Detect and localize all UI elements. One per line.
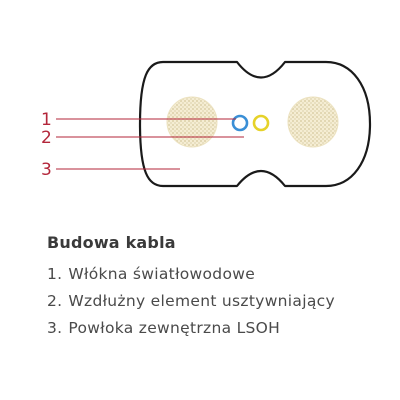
- legend-item-strength-element: 2. Wzdłużny element usztywniający: [47, 288, 387, 315]
- legend-list: 1. Włókna światłowodowe 2. Wzdłużny elemen…: [47, 261, 387, 342]
- legend-item-number: 1.: [47, 265, 63, 283]
- legend-title: Budowa kabla: [47, 233, 176, 252]
- optical-fiber-blue: [231, 114, 249, 132]
- legend-item-text: Wzdłużny element usztywniający: [68, 292, 335, 310]
- legend-item-fibers: 1. Włókna światłowodowe: [47, 261, 387, 288]
- callout-3-number: 3: [41, 160, 52, 180]
- cable-structure-legend: Budowa kabla 1. Włókna światłowodowe 2. Wz…: [47, 233, 387, 342]
- cable-cross-section-diagram: 1 2 3: [41, 60, 372, 188]
- legend-item-text: Włókna światłowodowe: [68, 265, 256, 283]
- legend-item-text: Powłoka zewnętrzna LSOH: [68, 319, 281, 337]
- optical-fiber-yellow: [252, 114, 270, 132]
- callout-1-number: 1: [41, 110, 52, 130]
- legend-item-number: 3.: [47, 319, 63, 337]
- right-strength-member: [287, 96, 339, 148]
- legend-item-number: 2.: [47, 292, 63, 310]
- legend-item-sheath: 3. Powłoka zewnętrzna LSOH: [47, 315, 387, 342]
- left-strength-member: [166, 96, 218, 148]
- callout-2-number: 2: [41, 128, 52, 148]
